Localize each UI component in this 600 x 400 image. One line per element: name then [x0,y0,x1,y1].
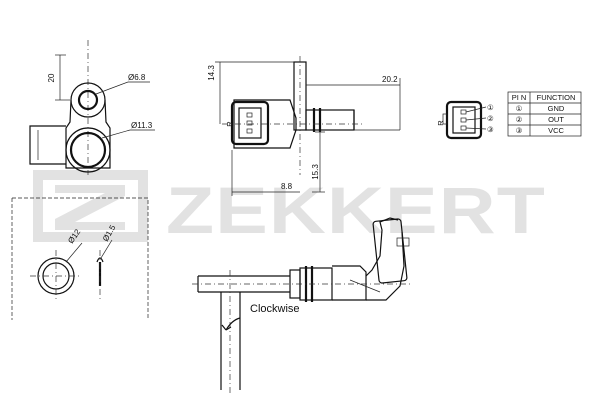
dim-14-3: 14.3 [207,65,216,81]
dim-20-2: 20.2 [382,75,398,84]
table-cell-pin: ③ [516,126,523,135]
watermark-emblem [33,170,148,242]
pin-function-table: PI N FUNCTION ① GND ② OUT ③ VCC [507,91,582,137]
table-header-pin: PI N [512,93,527,102]
connector-label-r: R [225,121,234,127]
watermark-text: ZEKKERT [166,173,546,247]
watermark-logo: ZEKKERT [33,170,546,247]
dim-20: 20 [47,73,56,82]
pinout-label-r: R [436,120,445,126]
sensor-side-view: R 14.3 20.2 15.3 8.8 [207,56,401,196]
dim-8-8: 8.8 [281,182,293,191]
table-cell-function: GND [548,104,565,113]
table-cell-pin: ② [516,115,523,124]
dim-15-3: 15.3 [311,164,320,180]
pin-marker-1: ① [487,103,494,112]
pin-marker-3: ③ [487,125,494,134]
table-cell-function: VCC [548,126,564,135]
connector-pinout: R ① ② ③ PI N FUNCTION ① GND ② OUT ③ VCC [436,91,582,140]
dim-diameter-11-3: Ø11.3 [131,121,153,130]
pin-marker-2: ② [487,114,494,123]
rotation-label: Clockwise [250,303,300,315]
dim-diameter-6-8: Ø6.8 [128,73,146,82]
table-header-function: FUNCTION [537,93,576,102]
table-cell-pin: ① [516,104,523,113]
installed-view: Clockwise [192,217,410,395]
flange-front-view: 20 Ø6.8 Ø11.3 [29,40,155,175]
table-cell-function: OUT [548,115,564,124]
